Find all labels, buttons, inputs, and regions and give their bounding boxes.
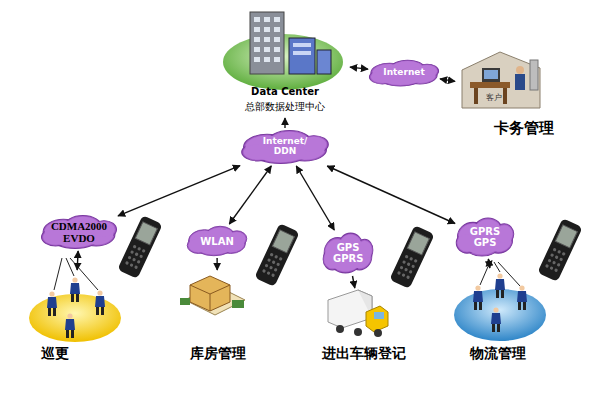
phone-icons [117, 215, 582, 289]
cloud-label: CDMA2000 EVDO [44, 220, 114, 244]
cloud-text-box: GPS GPRS [322, 230, 374, 276]
arrow-connector [229, 166, 271, 224]
cloud-label: Internet/ DDN [260, 137, 310, 157]
logistics-art [454, 262, 546, 341]
arrow-connector [76, 251, 78, 270]
cloud-node: GPRS GPS [455, 215, 515, 259]
scene-node: 库房管理 [175, 270, 260, 367]
node-label: 库房管理 [178, 346, 258, 361]
arrow-connector [216, 258, 217, 270]
cloud-label: GPRS GPS [465, 226, 505, 248]
arrow-connector [350, 67, 368, 69]
customer-art [462, 52, 540, 108]
cloud-label: GPS GPRS [333, 242, 363, 264]
node-label: 进出车辆登记 [308, 346, 420, 361]
scene-node: 进出车辆登记 [305, 288, 420, 367]
cloud-node: Internet/ DDN [240, 128, 330, 166]
cloud-node: GPS GPRS [322, 230, 374, 276]
arrow-connector [327, 166, 455, 224]
patrol-art [29, 258, 121, 342]
arrow-connector [296, 166, 334, 230]
arrow-connector [118, 166, 240, 216]
cloud-label: WLAN [192, 236, 242, 247]
scene-node: 物流管理 [445, 268, 550, 367]
node-label: 总部数据处理中心 [220, 101, 350, 112]
customer-node: 客户卡务管理 [455, 40, 560, 140]
node-label: 巡更 [35, 346, 75, 361]
node-heading: Data Center [220, 86, 350, 97]
arrow-connector [284, 118, 285, 128]
data-center-art [223, 12, 343, 90]
cloud-text-box: GPRS GPS [455, 215, 515, 259]
cloud-node: Internet [368, 58, 440, 88]
arrow-connector [488, 259, 489, 268]
arrow-connector [440, 79, 455, 82]
arrow-connector [353, 276, 355, 288]
cloud-text-box: CDMA2000 EVDO [40, 213, 118, 251]
cloud-node: WLAN [186, 224, 248, 258]
warehouse-art [180, 276, 245, 315]
node-label: 卡务管理 [489, 120, 559, 137]
data-center-node: Data Center 总部数据处理中心 [220, 2, 350, 118]
scene-node: 巡更 [25, 270, 125, 367]
node-heading: 客户 [479, 94, 509, 103]
cloud-text-box: WLAN [186, 224, 248, 258]
truck-art [328, 290, 388, 337]
cloud-label: Internet [374, 68, 434, 78]
cloud-node: CDMA2000 EVDO [40, 213, 118, 251]
node-label: 物流管理 [458, 346, 538, 361]
cloud-text-box: Internet/ DDN [240, 128, 330, 166]
cloud-text-box: Internet [368, 58, 440, 88]
